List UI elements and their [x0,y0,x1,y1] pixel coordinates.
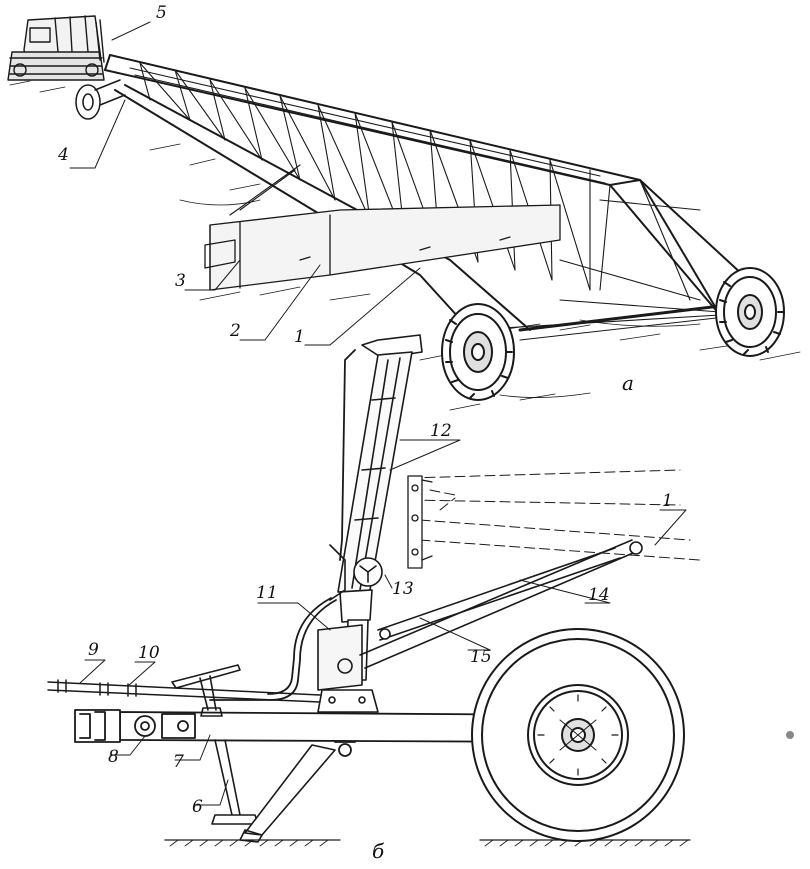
panel-b-support-detail [47,334,701,847]
callout-a-2: 2 [229,321,241,341]
ground-b [164,839,691,847]
stand-legs [211,739,336,843]
hydraulic-hose [209,349,356,701]
callout-b-13: 13 [392,579,414,599]
front-support-wheel [75,79,126,120]
rear-wheel-right [715,267,785,357]
stray-mark [786,731,794,739]
callout-b-9: 9 [88,640,99,660]
panel-a-truss-assembly [7,15,801,411]
support-arms [359,539,643,669]
support-wheel [471,628,685,842]
mounting-plate [407,475,433,569]
ram-and-bracket [317,619,379,713]
panel-caption-b: б [372,839,385,863]
callout-labels: 5 4 3 2 1 а 1 12 13 11 14 15 9 10 8 7 6 … [57,3,673,863]
rear-wheel-left [441,303,515,401]
callout-a-1: 1 [294,327,305,347]
callout-b-8: 8 [108,747,119,767]
tractor [7,15,105,81]
callout-b-10: 10 [138,643,160,663]
cylinder-pivot [329,544,383,601]
callout-a-5: 5 [156,3,167,23]
callout-b-11: 11 [256,583,278,603]
callout-a-3: 3 [175,271,186,291]
leader-lines-a [69,21,421,346]
callout-b-15: 15 [470,647,492,667]
conveyor-box [204,204,561,291]
callout-b-14: 14 [588,585,610,605]
panel-caption-a: а [622,371,634,395]
steering-handle [171,664,241,717]
callout-b-6: 6 [192,797,203,817]
truss-frame [104,54,772,341]
tow-rods [47,679,321,703]
callout-a-4: 4 [57,145,69,165]
truss-outline-dashed [409,469,701,561]
truss-web-members [129,62,721,331]
hydraulic-cylinder [337,334,423,623]
callout-b-1: 1 [662,491,673,511]
leader-lines-b [79,439,687,806]
callout-b-12: 12 [430,421,452,441]
callout-b-7: 7 [173,752,184,772]
main-beam [74,709,581,757]
